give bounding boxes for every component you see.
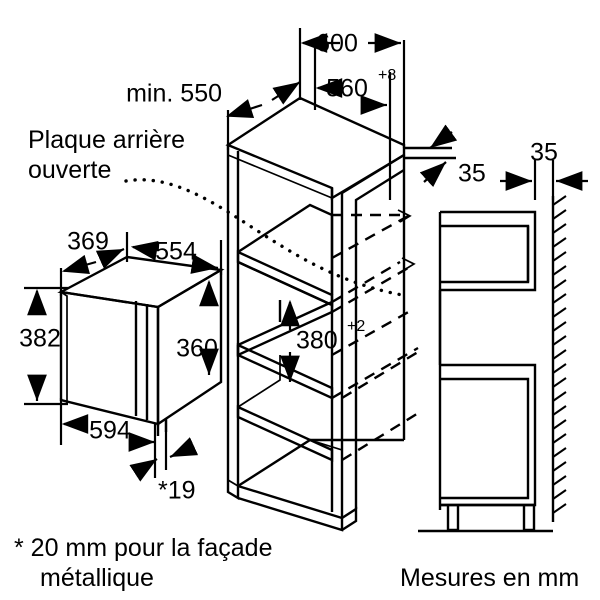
dimension-label-380-tolerance: +2	[347, 318, 365, 335]
dimension-label-382: 382	[19, 325, 61, 353]
dim-554-arrow-right	[190, 254, 219, 274]
dimension-label-360: 360	[176, 335, 218, 363]
dim-369-arrow-right	[95, 247, 125, 269]
dimension-554: 554	[130, 238, 223, 275]
dimension-360: 360	[176, 279, 219, 375]
projection-dash-4	[331, 266, 409, 314]
dimension-600: 600	[298, 28, 406, 148]
back-plate-label-line2: ouverte	[28, 156, 111, 184]
dimension-label-600: 600	[316, 30, 358, 58]
cabinet-top-panel-edges	[227, 144, 333, 199]
dim-554-arrow-left	[130, 240, 159, 261]
dimension-label-35-side: 35	[530, 139, 558, 167]
dimension-min-550: min. 550	[126, 80, 301, 150]
units-label: Mesures en mm	[400, 564, 579, 592]
dimension-369: 369	[59, 228, 129, 296]
dimension-label-560: 560	[326, 75, 368, 103]
dimension-label-594: 594	[89, 417, 131, 445]
cabinet-shelf-upper-top	[237, 203, 334, 295]
dim-19-arrow-right	[169, 437, 199, 459]
cabinet-floor-back	[237, 438, 404, 488]
projection-arrowhead-1	[397, 209, 412, 223]
dimension-35-iso: 35	[404, 124, 486, 188]
dim-550-arrow-left	[225, 99, 263, 118]
cabinet-floor-right	[309, 439, 343, 518]
dimension-label-min-550: min. 550	[126, 80, 222, 108]
appliance-front-face	[59, 290, 160, 426]
dim-35-iso-arrow-upper	[429, 124, 458, 149]
side-upper-compartment	[440, 210, 537, 292]
dimension-594: 594	[59, 398, 155, 452]
side-lower-compartment	[440, 363, 537, 507]
cabinet-plinth-edge	[341, 508, 357, 519]
dimension-label-19: *19	[158, 477, 196, 505]
dimension-560: 560 +8	[313, 48, 396, 200]
dimension-380: 380 +2	[280, 299, 365, 382]
cabinet-plinth-right	[341, 506, 358, 532]
cabinet-floor-front	[237, 484, 343, 520]
cabinet-right-top-edge	[341, 153, 405, 195]
cabinet-left-bottom-cap	[227, 479, 239, 487]
projection-dash-2	[331, 213, 411, 260]
back-plate-label-line1: Plaque arrière	[28, 126, 185, 154]
cabinet-plinth-left	[226, 480, 240, 501]
dim-369-arrow-left	[61, 254, 97, 274]
cabinet-shelf-mid-line	[237, 260, 333, 307]
side-foot-right	[522, 505, 536, 532]
dimension-label-369: 369	[67, 228, 109, 256]
dimension-label-35-iso: 35	[458, 160, 486, 188]
center-cabinet-isometric	[225, 96, 421, 532]
side-lower-compartment-inner	[440, 377, 530, 500]
side-foot-left	[446, 505, 460, 532]
dim-35-iso-arrow-lower	[419, 161, 447, 188]
cabinet-shelf-upper-back	[309, 204, 333, 216]
cabinet-shelf-bottom-front	[236, 405, 334, 462]
cabinet-lower-top-face	[237, 355, 281, 408]
dimension-35-side: 35	[500, 139, 588, 200]
dimension-label-560-tolerance: +8	[378, 67, 396, 84]
dimension-label-380: 380	[296, 327, 338, 355]
cabinet-right-outer-panel	[354, 168, 405, 509]
projection-dash-7	[341, 350, 419, 400]
dimension-label-554: 554	[155, 238, 197, 266]
back-plate-pointer-dotted-line	[124, 178, 410, 298]
footnote-line1: * 20 mm pour la façade	[14, 534, 272, 562]
projection-arrowhead-2	[401, 257, 416, 271]
dim-550-arrow-right	[271, 81, 301, 105]
side-upper-compartment-inner	[440, 224, 530, 284]
dim-19-arrow-left	[129, 458, 158, 482]
wall-hatching	[552, 195, 567, 514]
dimension-382: 382	[19, 286, 68, 406]
projection-dash-8	[341, 410, 421, 462]
appliance-front-inner-edge	[60, 291, 68, 403]
dimension-19: *19	[129, 420, 199, 505]
footnote-line2: métallique	[40, 564, 154, 592]
projection-dash-5	[331, 308, 413, 357]
cabinet-shelf-upper-front	[236, 250, 334, 307]
projection-dash-6	[331, 346, 419, 400]
projection-dash-3	[331, 260, 401, 304]
cabinet-top-panel	[225, 96, 406, 201]
right-side-section-view	[418, 195, 567, 533]
